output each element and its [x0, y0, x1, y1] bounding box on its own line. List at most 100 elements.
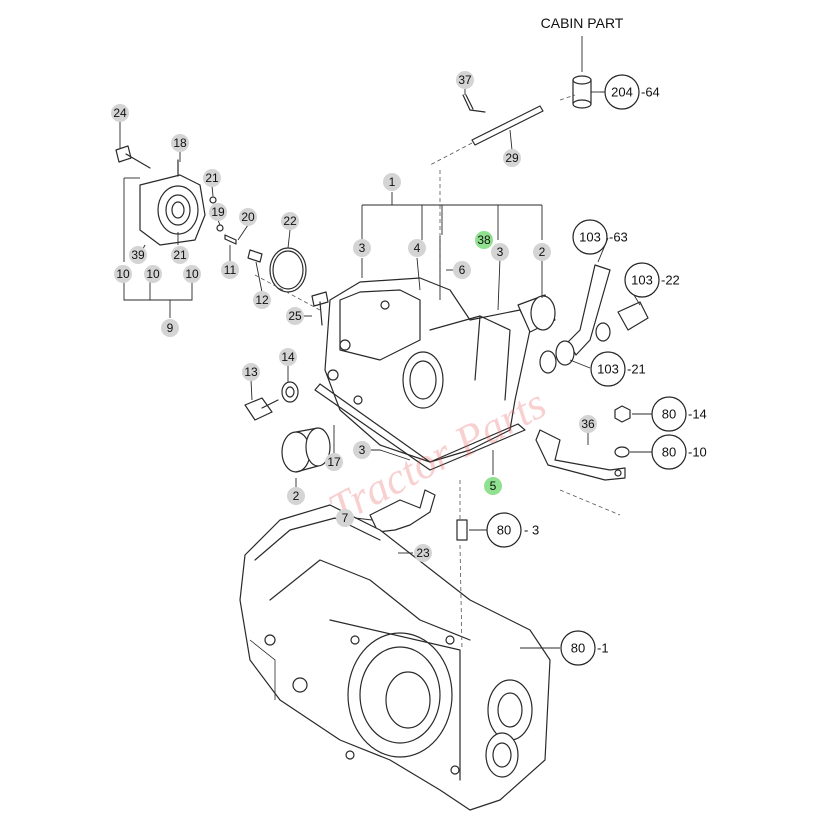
left-cover-assembly[interactable] [115, 145, 263, 318]
callout-29[interactable]: 29 [503, 149, 521, 167]
svg-text:29: 29 [505, 151, 519, 165]
callout-9[interactable]: 9 [161, 319, 179, 337]
svg-text:13: 13 [244, 365, 258, 379]
callout-5[interactable]: 5 [484, 477, 502, 495]
svg-text:22: 22 [283, 214, 297, 228]
washer-14[interactable] [281, 381, 299, 403]
callout-25[interactable]: 25 [286, 307, 304, 325]
lift-arm[interactable] [539, 264, 649, 374]
svg-text:10: 10 [116, 267, 130, 281]
callout-37[interactable]: 37 [456, 71, 474, 89]
bolt-25[interactable] [311, 291, 329, 326]
ref-204-64[interactable]: 204 -64 [604, 74, 660, 110]
callout-22[interactable]: 22 [281, 212, 299, 230]
svg-text:20: 20 [241, 210, 255, 224]
callout-23[interactable]: 23 [414, 544, 432, 562]
callout-6[interactable]: 6 [453, 261, 471, 279]
svg-text:38: 38 [477, 233, 491, 247]
callout-2-a[interactable]: 2 [533, 243, 551, 261]
bracket-36[interactable] [535, 429, 626, 481]
o-ring[interactable] [269, 247, 307, 293]
ref-80-10[interactable]: 80 -10 [651, 434, 707, 470]
nut-80-14[interactable] [614, 405, 631, 423]
ref-103-22[interactable]: 103 -22 [624, 262, 680, 298]
svg-text:103: 103 [597, 362, 619, 377]
washer-80-10[interactable] [614, 446, 630, 458]
svg-text:14: 14 [281, 350, 295, 364]
bracket-7[interactable] [369, 489, 436, 533]
svg-text:2: 2 [293, 489, 300, 503]
svg-text:- 3: - 3 [524, 523, 539, 538]
hydraulic-housing[interactable] [314, 277, 531, 471]
svg-text:-21: -21 [627, 362, 646, 377]
svg-text:18: 18 [173, 136, 187, 150]
callout-36[interactable]: 36 [579, 415, 597, 433]
callout-10-b[interactable]: 10 [144, 265, 162, 283]
svg-text:17: 17 [327, 455, 341, 469]
callout-21-top[interactable]: 21 [203, 169, 221, 187]
svg-text:1: 1 [389, 175, 396, 189]
svg-text:-14: -14 [688, 407, 707, 422]
svg-text:-64: -64 [641, 85, 660, 100]
svg-text:4: 4 [414, 241, 421, 255]
svg-text:6: 6 [459, 263, 466, 277]
svg-text:37: 37 [458, 73, 472, 87]
callout-3-b[interactable]: 3 [491, 243, 509, 261]
callout-3-c[interactable]: 3 [353, 441, 371, 459]
callout-38[interactable]: 38 [475, 231, 493, 249]
svg-text:80: 80 [662, 445, 676, 460]
ref-80-3[interactable]: 80 - 3 [486, 512, 539, 548]
svg-text:80: 80 [571, 641, 585, 656]
svg-text:3: 3 [497, 245, 504, 259]
ref-103-63[interactable]: 103 -63 [572, 219, 628, 255]
svg-text:21: 21 [205, 171, 219, 185]
callout-17[interactable]: 17 [325, 453, 343, 471]
callout-11[interactable]: 11 [221, 261, 239, 279]
callout-18[interactable]: 18 [171, 134, 189, 152]
callout-10-c[interactable]: 10 [183, 265, 201, 283]
svg-text:80: 80 [662, 407, 676, 422]
callout-19[interactable]: 19 [209, 203, 227, 221]
drain-plug[interactable] [244, 397, 279, 421]
bushing-upper[interactable] [517, 294, 556, 333]
svg-text:80: 80 [497, 523, 511, 538]
ref-103-21[interactable]: 103 -21 [590, 351, 646, 387]
cabin-part-cylinder[interactable]: CABIN PART [541, 15, 624, 109]
callout-3-a[interactable]: 3 [353, 239, 371, 257]
svg-text:103: 103 [579, 230, 601, 245]
svg-text:25: 25 [288, 309, 302, 323]
callout-39[interactable]: 39 [129, 246, 147, 264]
callout-10-a[interactable]: 10 [114, 265, 132, 283]
svg-text:9: 9 [167, 321, 174, 335]
callout-14[interactable]: 14 [279, 348, 297, 366]
svg-text:7: 7 [342, 511, 349, 525]
control-rod[interactable] [429, 94, 576, 166]
transmission-case[interactable] [239, 504, 551, 811]
svg-text:10: 10 [146, 267, 160, 281]
callout-12[interactable]: 12 [253, 291, 271, 309]
callout-1[interactable]: 1 [383, 173, 401, 191]
callout-20[interactable]: 20 [239, 208, 257, 226]
svg-text:-63: -63 [609, 230, 628, 245]
svg-text:5: 5 [490, 479, 497, 493]
ref-80-1[interactable]: 80 -1 [560, 630, 609, 666]
cotter-pin[interactable] [462, 94, 486, 113]
dowel-pin[interactable] [456, 519, 468, 541]
callout-13[interactable]: 13 [242, 363, 260, 381]
bushing-lower[interactable] [281, 427, 331, 473]
svg-text:-22: -22 [661, 273, 680, 288]
svg-text:23: 23 [416, 546, 430, 560]
ref-80-14[interactable]: 80 -14 [651, 396, 707, 432]
svg-text:-10: -10 [688, 445, 707, 460]
svg-text:2: 2 [539, 245, 546, 259]
callout-7[interactable]: 7 [336, 509, 354, 527]
callout-24[interactable]: 24 [111, 104, 129, 122]
svg-text:103: 103 [631, 273, 653, 288]
callout-2-b[interactable]: 2 [287, 487, 305, 505]
callout-21-bottom[interactable]: 21 [171, 246, 189, 264]
svg-text:3: 3 [359, 443, 366, 457]
svg-text:11: 11 [224, 263, 237, 277]
svg-text:-1: -1 [597, 641, 609, 656]
callout-4[interactable]: 4 [408, 239, 426, 257]
